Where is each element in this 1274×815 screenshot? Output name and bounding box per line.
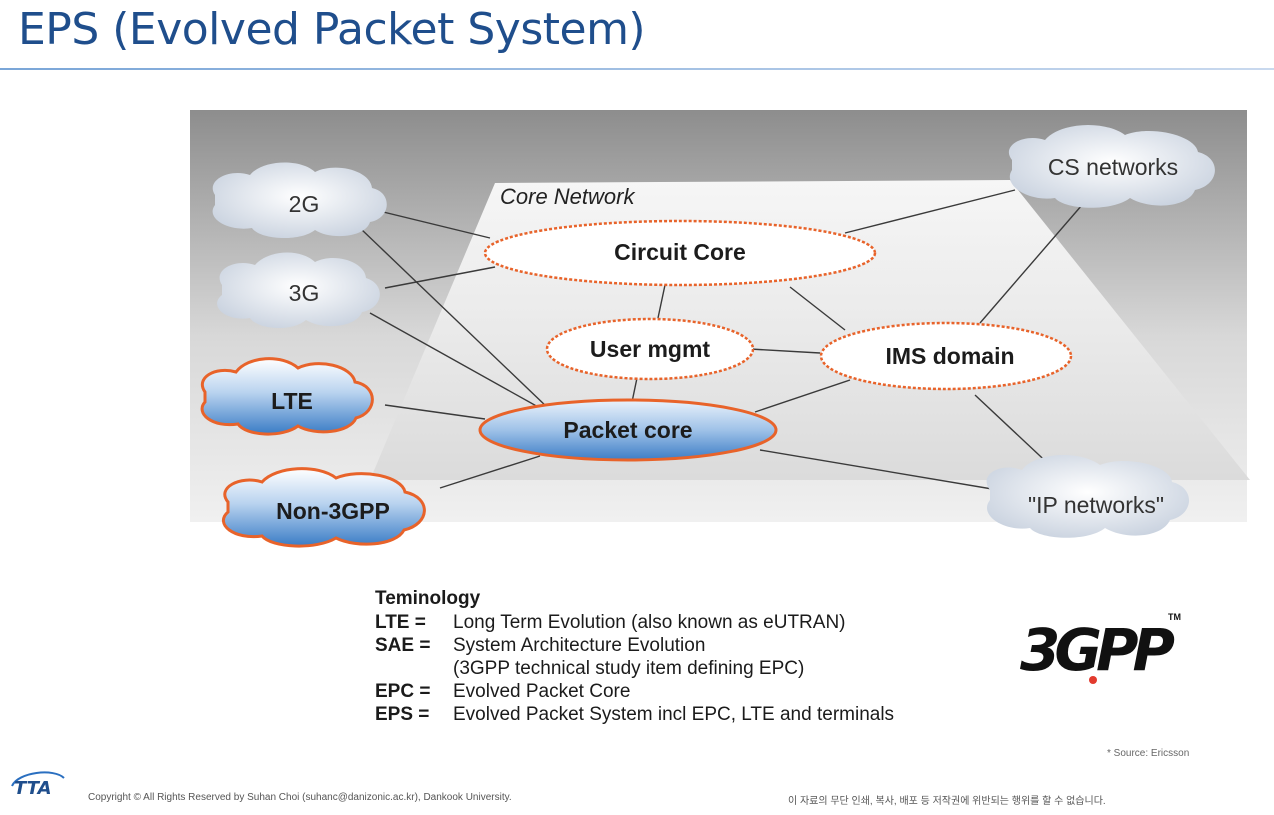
- cloud-cs-networks-label: CS networks: [1048, 154, 1178, 180]
- ims-domain-label: IMS domain: [885, 343, 1014, 369]
- term-desc: System Architecture Evolution (3GPP tech…: [453, 634, 1013, 680]
- term-desc-line1: System Architecture Evolution: [453, 635, 706, 656]
- title-divider: [0, 68, 1274, 70]
- term-abbr: LTE =: [375, 612, 426, 633]
- term-desc: Long Term Evolution (also known as eUTRA…: [453, 612, 846, 633]
- 3gpp-logo: 3GPP TM: [1020, 612, 1181, 684]
- cloud-cs-networks: [1008, 124, 1215, 208]
- term-desc: Evolved Packet System incl EPC, LTE and …: [453, 704, 895, 725]
- term-row-epc: EPC = Evolved Packet Core: [375, 680, 1013, 703]
- cloud-2g-label: 2G: [289, 191, 320, 217]
- 3gpp-logo-text: 3GPP: [1020, 616, 1174, 684]
- terminology-heading: Teminology: [375, 588, 481, 609]
- tta-logo-text: TTA: [14, 778, 52, 799]
- node-ims-domain: [819, 321, 1073, 391]
- cloud-ip-networks-label: "IP networks": [1028, 492, 1164, 518]
- cloud-lte-label: LTE: [271, 388, 313, 414]
- circuit-core-label: Circuit Core: [614, 239, 746, 265]
- term-row-lte: LTE = Long Term Evolution (also known as…: [375, 611, 1013, 634]
- user-mgmt-label: User mgmt: [590, 336, 710, 362]
- node-packet-core: [478, 398, 778, 462]
- footer-copyright: Copyright © All Rights Reserved by Suhan…: [88, 792, 512, 803]
- tta-logo: TTA: [8, 766, 68, 807]
- node-circuit-core: [483, 219, 877, 287]
- term-abbr: SAE =: [375, 635, 431, 656]
- footer-notice: 이 자료의 무단 인쇄, 복사, 배포 등 저작권에 위반되는 행위를 할 수 …: [788, 796, 1106, 807]
- cloud-non-3gpp-label: Non-3GPP: [276, 498, 390, 524]
- core-network-label: Core Network: [500, 184, 635, 209]
- term-abbr: EPC =: [375, 681, 431, 702]
- slide-title: EPS (Evolved Packet System): [18, 4, 646, 55]
- term-abbr: EPS =: [375, 704, 430, 725]
- node-user-mgmt: [545, 317, 755, 381]
- connection-lines: [359, 189, 1083, 493]
- term-desc-line2: (3GPP technical study item defining EPC): [453, 658, 805, 679]
- terminology-block: Teminology LTE = Long Term Evolution (al…: [375, 587, 1013, 726]
- cloud-2g: [212, 162, 387, 239]
- term-row-eps: EPS = Evolved Packet System incl EPC, LT…: [375, 703, 1013, 726]
- term-row-sae: SAE = System Architecture Evolution (3GP…: [375, 634, 1013, 680]
- cloud-lte: [200, 357, 374, 436]
- term-desc: Evolved Packet Core: [453, 681, 631, 702]
- cloud-ip-networks: [986, 454, 1190, 538]
- cloud-3g-label: 3G: [289, 280, 320, 306]
- packet-core-label: Packet core: [563, 417, 692, 443]
- source-note: * Source: Ericsson: [1107, 748, 1190, 759]
- cloud-non-3gpp: [221, 467, 426, 548]
- 3gpp-logo-tm: TM: [1168, 612, 1181, 622]
- cloud-3g: [217, 252, 380, 329]
